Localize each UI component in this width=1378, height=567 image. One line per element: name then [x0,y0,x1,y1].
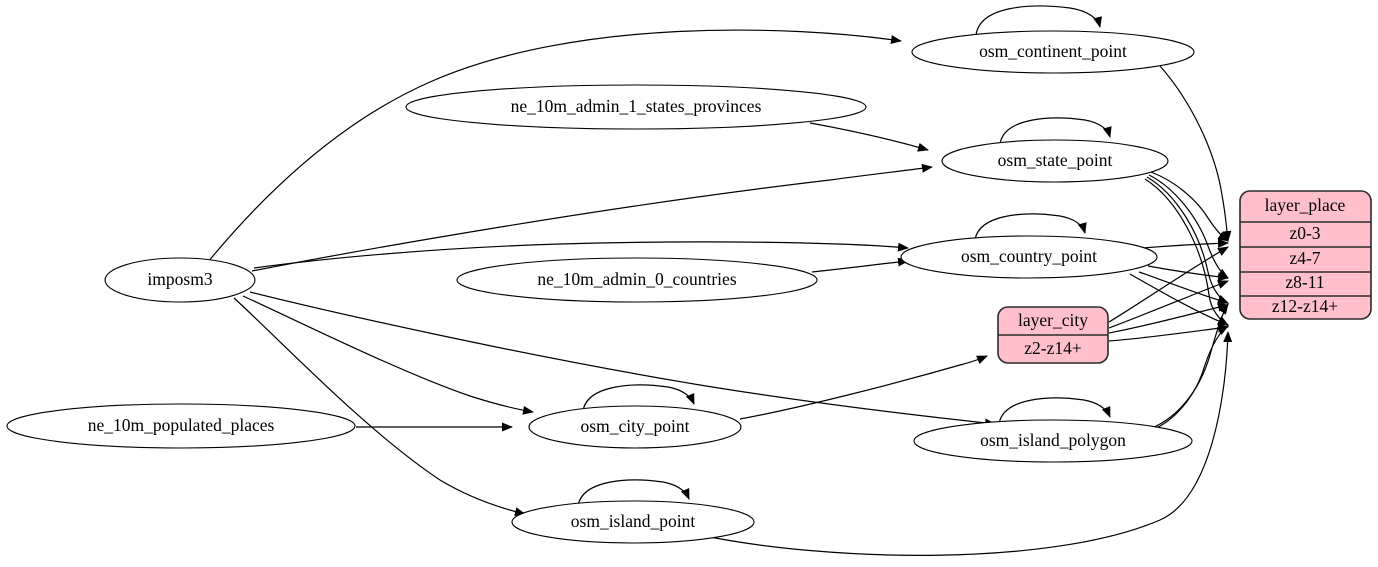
edge-osm_state_point-layer_place-z0-3 [1150,171,1229,242]
edge-imposm3-osm_country_point [253,241,909,269]
edge-osm_island_polygon-layer_place-z12-z14+ [1149,325,1229,432]
node-imposm3[interactable]: imposm3 [104,257,256,303]
node-label-osm_state_point: osm_state_point [998,150,1113,170]
record-layer_place[interactable]: layer_place z0-3 z4-7 z8-11 z12-z14+ [1239,190,1372,320]
node-ne_10m_admin_0_countries[interactable]: ne_10m_admin_0_countries [456,257,818,303]
record-row-layer_place-1[interactable]: z4-7 [1289,248,1320,268]
record-layer_city[interactable]: layer_city z2-z14+ [997,306,1109,364]
edge-self-osm_city_point [582,384,695,412]
edge-layer_city-layer_place-z0-3 [1108,246,1229,323]
edge-osm_continent_point-layer_place-z0-3 [1159,65,1232,242]
node-label-osm_island_point: osm_island_point [571,511,696,531]
node-ne_10m_admin_1_states_provinces[interactable]: ne_10m_admin_1_states_provinces [405,84,867,130]
node-osm_island_polygon[interactable]: osm_island_polygon [913,419,1193,463]
edge-osm_state_point-layer_place-z12-z14+ [1144,178,1229,326]
node-label-osm_island_polygon: osm_island_polygon [980,430,1126,450]
record-row-layer_place-2[interactable]: z8-11 [1285,272,1324,292]
node-osm_country_point[interactable]: osm_country_point [900,235,1158,279]
record-title-layer_place: layer_place [1265,195,1346,215]
edge-layer_city-layer_place-z8-11 [1108,302,1229,334]
edge-osm_island_polygon-layer_place-z8-11 [1151,303,1229,429]
edge-self-osm_island_point [577,479,690,507]
node-osm_island_point[interactable]: osm_island_point [511,500,755,544]
edge-self-osm_country_point [974,213,1087,241]
node-label-ne_10m_populated_places: ne_10m_populated_places [88,415,275,435]
edge-osm_island_point-layer_place-z12-z14+ [699,331,1233,556]
record-row-layer_city-0[interactable]: z2-z14+ [1024,338,1082,358]
node-label-imposm3: imposm3 [147,269,212,289]
edge-self-osm_state_point [999,117,1112,145]
edge-imposm3-osm_city_point [242,295,534,415]
record-row-layer_place-0[interactable]: z0-3 [1289,223,1320,243]
record-layer: layer_city z2-z14+ layer_place z0-3 z4-7… [997,190,1372,364]
edge-imposm3-osm_continent_point [207,29,902,263]
edge-osm_state_point-layer_place-z8-11 [1146,176,1229,304]
node-ne_10m_populated_places[interactable]: ne_10m_populated_places [6,403,356,449]
edge-ne_states-osm_state_point [809,122,929,152]
edge-self-osm_island_polygon [998,397,1111,425]
edge-osm_state_point-layer_place-z4-7 [1148,174,1229,279]
node-layer: imposm3 ne_10m_admin_1_states_provinces … [6,30,1195,544]
edge-imposm3-osm_island_point [233,297,526,517]
edge-imposm3-osm_state_point [251,163,933,272]
edge-layer [207,5,1233,556]
node-osm_state_point[interactable]: osm_state_point [941,139,1169,183]
node-label-osm_continent_point: osm_continent_point [979,41,1127,61]
record-row-layer_place-3[interactable]: z12-z14+ [1272,296,1338,316]
edge-layer_city-layer_place-z4-7 [1108,280,1229,329]
edge-self-osm_continent_point [975,5,1102,36]
node-label-ne_10m_admin_0_countries: ne_10m_admin_0_countries [537,269,736,289]
edge-osm_country_point-layer_place-z4-7 [1147,265,1229,282]
node-osm_city_point[interactable]: osm_city_point [528,405,742,449]
edge-ne_countries-osm_country_point [811,257,909,273]
edge-osm_country_point-layer_place-z8-11 [1138,271,1229,305]
node-label-osm_city_point: osm_city_point [581,416,690,436]
record-title-layer_city: layer_city [1018,310,1088,330]
edge-osm_city_point-layer_city [739,355,988,420]
node-osm_continent_point[interactable]: osm_continent_point [911,30,1195,74]
edge-imposm3-osm_island_polygon [249,291,996,428]
node-label-ne_10m_admin_1_states_provinces: ne_10m_admin_1_states_provinces [511,96,762,116]
node-label-osm_country_point: osm_country_point [961,246,1097,266]
